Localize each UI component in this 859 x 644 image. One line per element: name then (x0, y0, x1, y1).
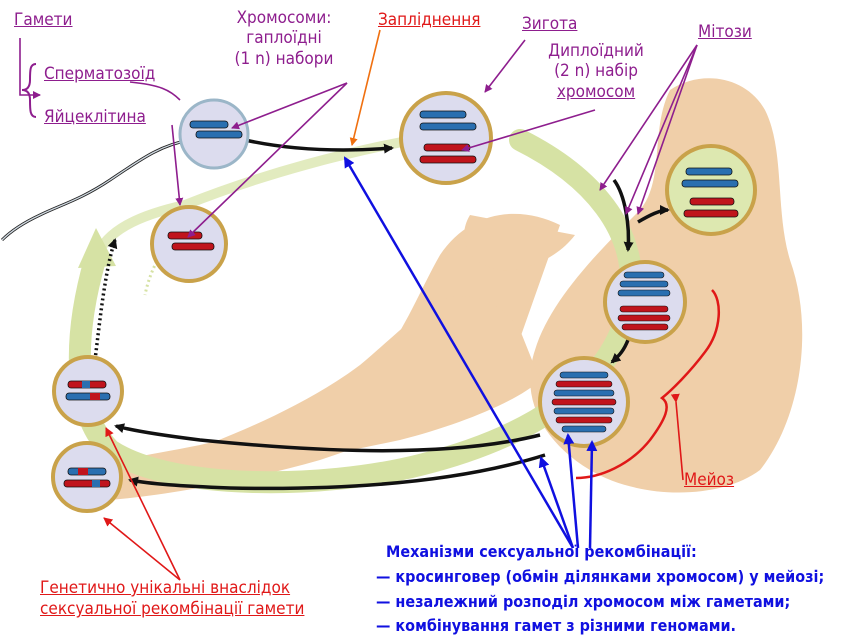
purple-leaders (19, 38, 698, 238)
sperm-cell (178, 98, 250, 170)
unique-gametes-line-1: Генетично унікальні внаслідок (40, 578, 291, 598)
recombinant-gamete-1 (52, 355, 124, 427)
red-leaders (103, 427, 181, 581)
mechanism-leaders (343, 156, 598, 549)
recombinant-gamete-2 (51, 441, 123, 513)
sperm-tail (0, 138, 191, 242)
meiosis-cell-2 (538, 356, 630, 448)
mechanisms-block: Механізми сексуальної рекомбінації: — кр… (376, 540, 824, 639)
sperm-label: Сперматозоїд (44, 64, 156, 84)
zygote-label: Зигота (522, 14, 578, 34)
diploid-line-3: хромосом (556, 81, 636, 102)
meiosis-label: Мейоз (684, 470, 735, 490)
mitoses-label: Мітози (698, 22, 752, 42)
diploid-line-2: (2 n) набір (554, 61, 638, 82)
fertilization-leader (349, 29, 381, 146)
somatic-cell (665, 144, 757, 236)
cycle-arrowhead (78, 228, 116, 268)
chromosomes-line-2: гаплоїдні (246, 28, 322, 49)
unique-gametes-line-2: сексуальної рекомбінації гамети (40, 599, 305, 620)
mechanism-item-2: — незалежний розподіл хромосом між гамет… (376, 591, 791, 611)
egg-label: Яйцеклітина (44, 107, 146, 127)
black-arrows (93, 138, 670, 491)
gametes-label: Гамети (14, 10, 73, 30)
meiosis-bracket (575, 289, 721, 481)
chromosomes-line-3: (1 n) набори (234, 48, 334, 69)
chromosomes-line-1: Хромосоми: (236, 8, 332, 28)
diploid-line-1: Диплоїдний (548, 41, 644, 61)
gametes-brace (21, 63, 37, 118)
mechanism-item-1: — кросинговер (обмін ділянками хромосом)… (376, 566, 825, 586)
fertilization-label: Запліднення (378, 10, 481, 30)
meiosis-cell-1 (603, 260, 687, 344)
diploid-label: Диплоїдний (2 n) набір хромосом (521, 41, 671, 102)
chromosomes-label: Хромосоми: гаплоїдні (1 n) набори (214, 8, 354, 69)
egg-cell (150, 205, 228, 283)
zygote-cell (399, 91, 493, 185)
mechanisms-title: Механізми сексуальної рекомбінації: (386, 542, 697, 561)
unique-gametes-label: Генетично унікальні внаслідок сексуально… (40, 578, 304, 621)
mechanism-item-3: — комбінування гамет з різними геномами. (376, 616, 737, 636)
